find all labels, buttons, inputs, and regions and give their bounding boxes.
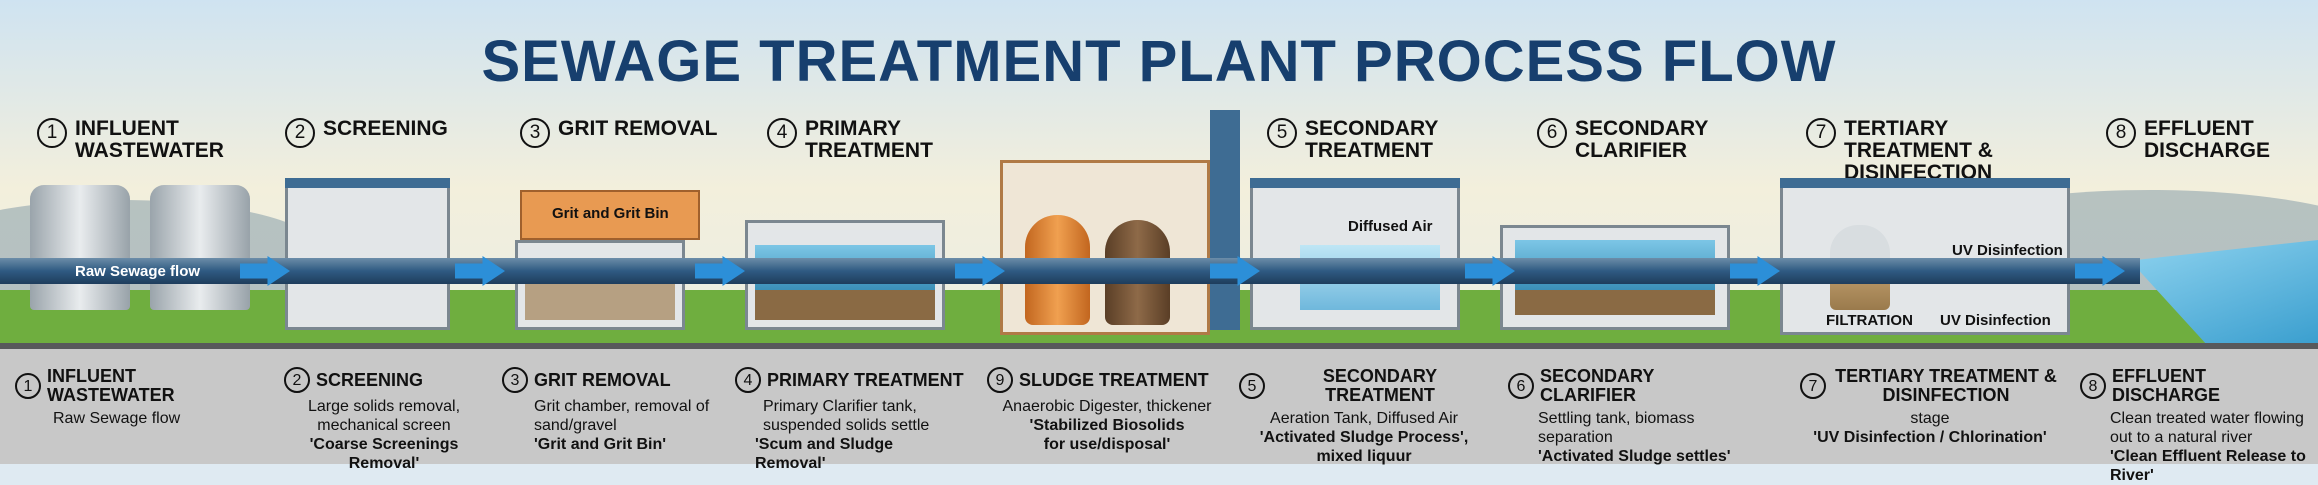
- sludge: [755, 290, 935, 320]
- roof: [1780, 178, 2070, 188]
- screening-building: [285, 180, 450, 330]
- detail-7: 67TERTIARY TREATMENT & DISINFECTIONstage…: [1800, 367, 2060, 447]
- diffused-air-label: Diffused Air: [1348, 218, 1433, 235]
- uv-label-top: UV Disinfection: [1952, 242, 2063, 259]
- uv-label-bottom: UV Disinfection: [1940, 312, 2051, 329]
- grit-bin: [520, 190, 700, 240]
- filtration-label: FILTRATION: [1826, 312, 1913, 329]
- raw-flow-label: Raw Sewage flow: [75, 263, 201, 280]
- influent-tank: [150, 185, 250, 310]
- tertiary-building: [1780, 180, 2070, 335]
- page-title: SEWAGE TREATMENT PLANT PROCESS FLOW: [481, 29, 1837, 94]
- grit-bin-label: Grit and Grit Bin: [552, 205, 669, 222]
- roof: [285, 178, 450, 188]
- roof: [1250, 178, 1460, 188]
- stack: [1210, 110, 1240, 330]
- influent-tank: [30, 185, 130, 310]
- main-pipe: [0, 258, 2140, 284]
- sludge: [1515, 290, 1715, 315]
